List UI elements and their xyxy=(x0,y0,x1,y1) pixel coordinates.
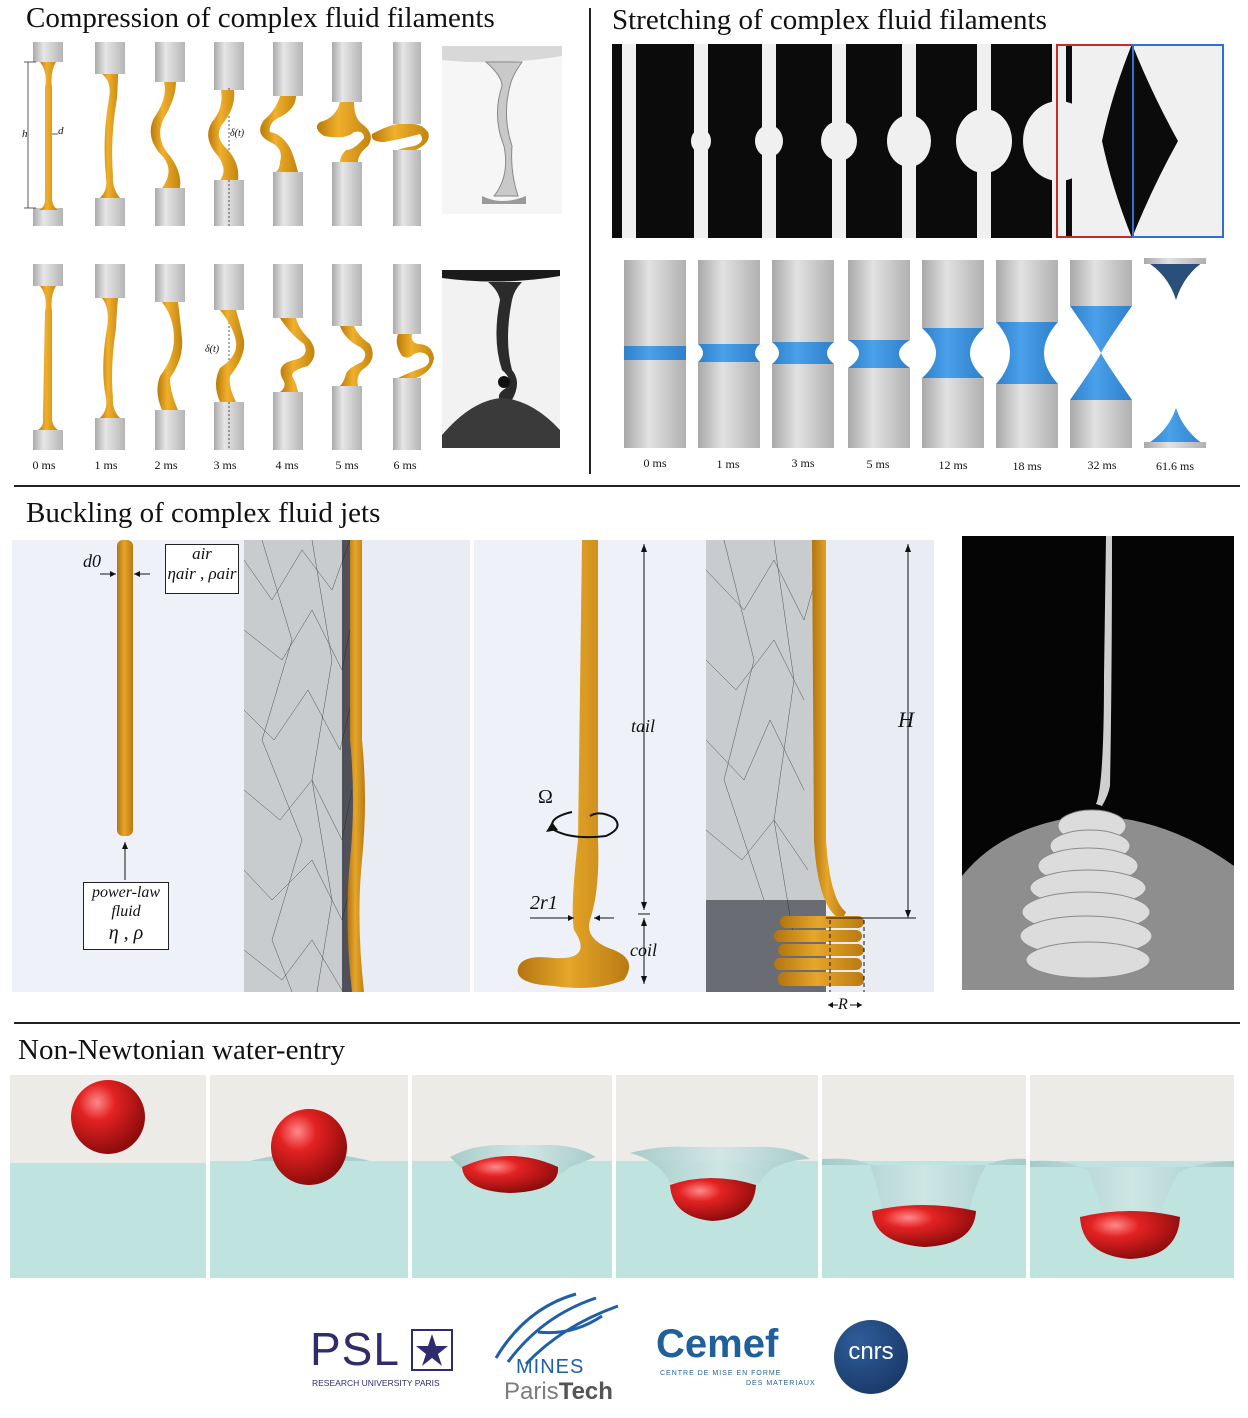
cemef-subtitle-1: CENTRE DE MISE EN FORME xyxy=(660,1370,782,1377)
stretching-time-2: 3 ms xyxy=(791,456,815,470)
air-properties-box: air ηair , ρair xyxy=(165,544,239,594)
label-delta-bottom: δ(t) xyxy=(205,344,220,355)
compression-time-5: 5 ms xyxy=(335,458,359,472)
fluid-line-2: fluid xyxy=(111,903,141,920)
compression-time-1: 1 ms xyxy=(94,458,118,472)
air-label: air xyxy=(192,544,212,563)
fluid-line-1: power-law xyxy=(91,884,161,901)
psl-star-icon xyxy=(411,1329,453,1371)
compression-time-2: 2 ms xyxy=(154,458,178,472)
label-R: R xyxy=(838,996,848,1013)
plate-bottom xyxy=(33,208,63,226)
stretching-time-7: 61.6 ms xyxy=(1155,459,1194,473)
horizontal-divider-1 xyxy=(14,485,1240,487)
stretching-time-4: 12 ms xyxy=(938,458,968,472)
buckling-coil-panel xyxy=(474,540,934,992)
compression-time-6: 6 ms xyxy=(393,458,417,472)
stretching-time-0: 0 ms xyxy=(643,456,667,470)
cemef-subtitle-2: DES MATERIAUX xyxy=(746,1380,816,1387)
psl-text: PSL xyxy=(310,1323,400,1375)
fluid-line-3: η , ρ xyxy=(108,922,144,944)
mines-paris: Paris xyxy=(504,1378,559,1405)
psl-logo: PSL RESEARCH UNIVERSITY PARIS xyxy=(310,1322,460,1392)
cnrs-text: cnrs xyxy=(848,1338,894,1365)
compression-svg xyxy=(24,42,434,450)
stretching-time-1: 1 ms xyxy=(716,457,740,471)
filament xyxy=(39,62,58,210)
cnrs-logo: cnrs xyxy=(834,1320,908,1394)
compression-photo-top xyxy=(442,46,562,214)
compression-simulation-panel xyxy=(14,38,434,458)
stretching-time-3: 5 ms xyxy=(866,457,890,471)
label-d: d xyxy=(58,125,64,137)
compression-time-3: 3 ms xyxy=(213,458,237,472)
label-h: h xyxy=(22,128,28,140)
stretching-simulation-strip xyxy=(618,256,1214,452)
compression-photo-bottom xyxy=(442,270,560,448)
compression-time-0: 0 ms xyxy=(32,458,56,472)
air-eta-rho: ηair , ρair xyxy=(167,564,237,583)
mines-text: MINES xyxy=(516,1356,585,1378)
label-omega: Ω xyxy=(538,786,553,808)
compression-time-4: 4 ms xyxy=(275,458,299,472)
water-entry-strip xyxy=(10,1075,1234,1278)
vertical-divider xyxy=(589,8,591,474)
stretching-title: Stretching of complex fluid filaments xyxy=(612,4,1047,36)
plate-top xyxy=(33,42,63,62)
label-H: H xyxy=(898,707,914,732)
label-tail: tail xyxy=(631,716,656,736)
label-2r1: 2r1 xyxy=(530,892,558,914)
mines-swoosh-icon xyxy=(494,1292,619,1366)
buckling-experiment-photo xyxy=(962,536,1234,990)
buckling-title: Buckling of complex fluid jets xyxy=(26,497,381,529)
stretching-time-6: 32 ms xyxy=(1087,458,1117,472)
water-entry-title: Non-Newtonian water-entry xyxy=(18,1034,346,1066)
cemef-logo: Cemef CENTRE DE MISE EN FORME DES MATERI… xyxy=(656,1322,815,1392)
cemef-text: Cemef xyxy=(656,1322,779,1366)
stretching-time-5: 18 ms xyxy=(1012,459,1042,473)
label-delta-top: δ(t) xyxy=(230,128,245,139)
psl-subtitle: RESEARCH UNIVERSITY PARIS xyxy=(312,1378,440,1388)
compression-title: Compression of complex fluid filaments xyxy=(26,2,495,34)
mines-logo: MINES ParisTech xyxy=(486,1288,636,1414)
mines-tech: Tech xyxy=(558,1378,613,1405)
stretching-experiment-strip xyxy=(612,44,1224,238)
buckling-setup-panel xyxy=(12,540,470,992)
fluid-properties-box: power-law fluid η , ρ xyxy=(83,882,169,950)
label-d0: d0 xyxy=(83,551,101,571)
label-coil: coil xyxy=(630,940,657,960)
R-dimension xyxy=(828,1002,862,1008)
horizontal-divider-2 xyxy=(14,1022,1240,1024)
